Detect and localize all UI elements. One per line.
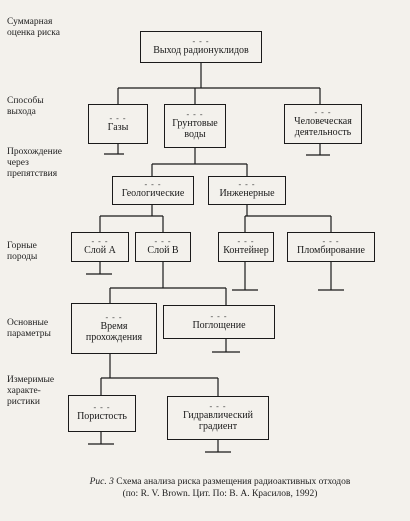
- row-label-measurable: Измеримые характе- ристики: [7, 375, 55, 407]
- box-label: Контейнер: [223, 244, 269, 256]
- box-label: Поглощение: [192, 319, 246, 331]
- box-human-activity: - - - Человеческая деятельность: [284, 104, 362, 144]
- dash-marker: - - -: [237, 236, 255, 246]
- box-engineering: - - - Инженерные: [208, 176, 286, 205]
- dash-marker: - - -: [238, 180, 256, 189]
- box-container: - - - Контейнер: [218, 232, 274, 262]
- box-label: Пломбирование: [297, 244, 365, 256]
- caption-title: Схема анализа риска размещения радиоакти…: [116, 477, 351, 487]
- dash-marker: - - -: [105, 312, 123, 322]
- box-layer-a: - - - Слой А: [71, 232, 129, 262]
- box-layer-b: - - - Слой В: [135, 232, 191, 262]
- dash-marker: - - -: [93, 403, 111, 412]
- box-gases: - - - Газы: [88, 104, 148, 144]
- box-label: Гидравлический градиент: [183, 410, 253, 432]
- box-label: Слой А: [84, 244, 116, 256]
- dash-marker: - - -: [144, 180, 162, 189]
- box-hydraulic-gradient: - - - Гидравлический градиент: [167, 396, 269, 440]
- box-label: Грунтовые воды: [172, 118, 218, 140]
- box-absorption: - - - Поглощение: [163, 305, 275, 339]
- dash-marker: - - -: [186, 110, 204, 119]
- box-passage-time: - - - Время прохождения: [71, 303, 157, 354]
- box-label: Газы: [107, 121, 129, 133]
- dash-marker: - - -: [154, 236, 172, 246]
- dash-marker: - - -: [314, 108, 332, 117]
- dash-marker: - - -: [322, 236, 340, 246]
- box-porosity: - - - Пористость: [68, 395, 136, 432]
- figure-caption: Рис. 3 Схема анализа риска размещения ра…: [60, 476, 380, 500]
- dash-marker: - - -: [109, 113, 127, 123]
- box-radionuclide-release: - - - Выход радионуклидов: [140, 31, 262, 63]
- box-geological: - - - Геологические: [112, 176, 194, 205]
- row-label-summary: Суммарная оценка риска: [7, 17, 60, 38]
- box-label: Время прохождения: [85, 320, 143, 343]
- row-label-methods: Способы выхода: [7, 96, 44, 117]
- caption-source: (по: R. V. Brown. Цит. По: В. А. Красило…: [122, 489, 318, 499]
- box-label: Человеческая деятельность: [294, 116, 352, 138]
- box-groundwater: - - - Грунтовые воды: [164, 104, 226, 148]
- row-label-params: Основные параметры: [7, 318, 51, 339]
- box-label: Геологические: [121, 188, 185, 199]
- row-label-barriers: Прохождение через препятствия: [7, 147, 63, 179]
- box-sealing: - - - Пломбирование: [287, 232, 375, 262]
- box-label: Слой В: [147, 244, 179, 256]
- figure-number: Рис. 3: [89, 477, 114, 487]
- box-label: Пористость: [77, 411, 127, 422]
- dash-marker: - - -: [91, 236, 109, 246]
- box-label: Выход радионуклидов: [153, 44, 249, 56]
- row-label-rocks: Горные породы: [7, 241, 38, 262]
- dash-marker: - - -: [210, 311, 228, 321]
- dash-marker: - - -: [209, 402, 227, 411]
- dash-marker: - - -: [192, 36, 210, 46]
- box-label: Инженерные: [219, 188, 275, 199]
